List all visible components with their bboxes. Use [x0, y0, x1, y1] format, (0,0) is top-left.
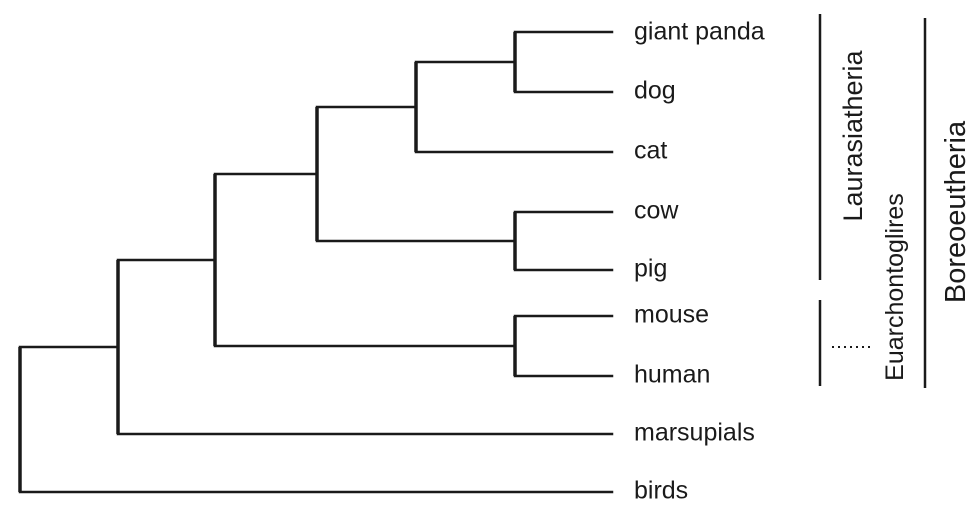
taxon-label-pig: pig	[634, 255, 667, 283]
taxon-label-human: human	[634, 361, 710, 389]
taxon-label-mouse: mouse	[634, 301, 709, 329]
taxon-label-giant-panda: giant panda	[634, 18, 765, 46]
clade-label-euarchontoglires: Euarchontoglires	[881, 193, 909, 381]
taxon-label-cow: cow	[634, 197, 679, 225]
taxon-label-cat: cat	[634, 137, 667, 165]
taxon-label-birds: birds	[634, 477, 688, 505]
clade-label-boreoeutheria: Boreoeutheria	[940, 120, 972, 303]
taxon-label-marsupials: marsupials	[634, 419, 755, 447]
clade-label-laurasiatheria: Laurasiatheria	[838, 49, 868, 221]
taxon-label-dog: dog	[634, 77, 676, 105]
